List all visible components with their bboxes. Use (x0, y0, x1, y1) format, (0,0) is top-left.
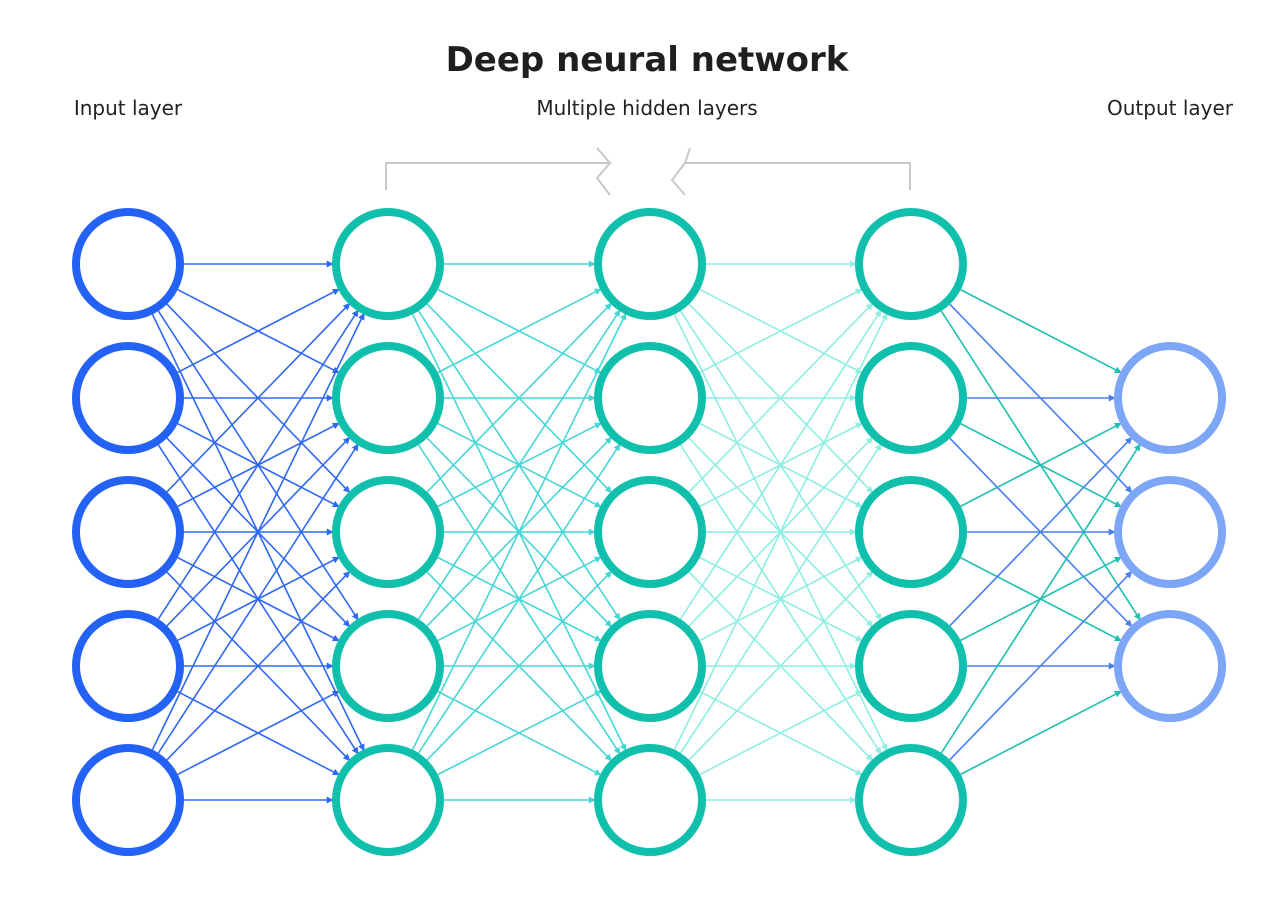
connection-edge (426, 570, 613, 761)
output-neuron (1114, 342, 1226, 454)
neurons (72, 208, 1226, 856)
connection-edge (960, 690, 1122, 775)
connection-edge (177, 288, 340, 374)
connection-edge (949, 570, 1133, 761)
connection-edge (417, 443, 621, 754)
hidden-neuron (332, 208, 444, 320)
connection-edge (411, 312, 627, 751)
connection-edge (699, 690, 863, 776)
hidden-neuron (855, 610, 967, 722)
connection-edge (437, 288, 602, 374)
output-neuron (1114, 610, 1226, 722)
connection-edge (157, 309, 359, 620)
hidden-neuron (855, 744, 967, 856)
connection-edge (960, 422, 1122, 507)
connection-edge (426, 302, 613, 493)
connection-edge (157, 443, 359, 754)
connection-edge (417, 309, 621, 620)
hidden-neuron (332, 342, 444, 454)
connection-edge (960, 289, 1122, 374)
output-layer-label: Output layer (1107, 96, 1234, 120)
hidden-neuron (594, 610, 706, 722)
input-neuron (72, 476, 184, 588)
connection-edge (151, 312, 365, 750)
hidden-layers-bracket (385, 147, 911, 196)
connection-edge (679, 443, 882, 754)
hidden-layers-label: Multiple hidden layers (536, 96, 757, 120)
hidden-neuron (594, 744, 706, 856)
hidden-neuron (594, 476, 706, 588)
hidden-neuron (594, 208, 706, 320)
connection-edge (437, 690, 602, 776)
input-neuron (72, 610, 184, 722)
connection-edge (940, 443, 1141, 754)
hidden-neuron (855, 476, 967, 588)
input-neuron (72, 342, 184, 454)
connection-edge (949, 436, 1133, 627)
input-neuron (72, 744, 184, 856)
diagram-title: Deep neural network (446, 40, 850, 80)
connections (151, 260, 1141, 804)
hidden-neuron (594, 342, 706, 454)
input-neuron (72, 208, 184, 320)
hidden-neuron (332, 744, 444, 856)
connection-edge (673, 312, 888, 751)
connection-edge (177, 690, 340, 776)
connection-edge (688, 570, 874, 761)
input-layer-label: Input layer (74, 96, 183, 120)
hidden-neuron (332, 610, 444, 722)
hidden-neuron (332, 476, 444, 588)
connection-edge (679, 309, 882, 620)
connection-edge (699, 288, 863, 374)
hidden-neuron (855, 342, 967, 454)
connection-edge (166, 302, 351, 493)
output-neuron (1114, 476, 1226, 588)
connection-edge (166, 570, 351, 761)
connection-edge (688, 302, 874, 493)
hidden-neuron (855, 208, 967, 320)
